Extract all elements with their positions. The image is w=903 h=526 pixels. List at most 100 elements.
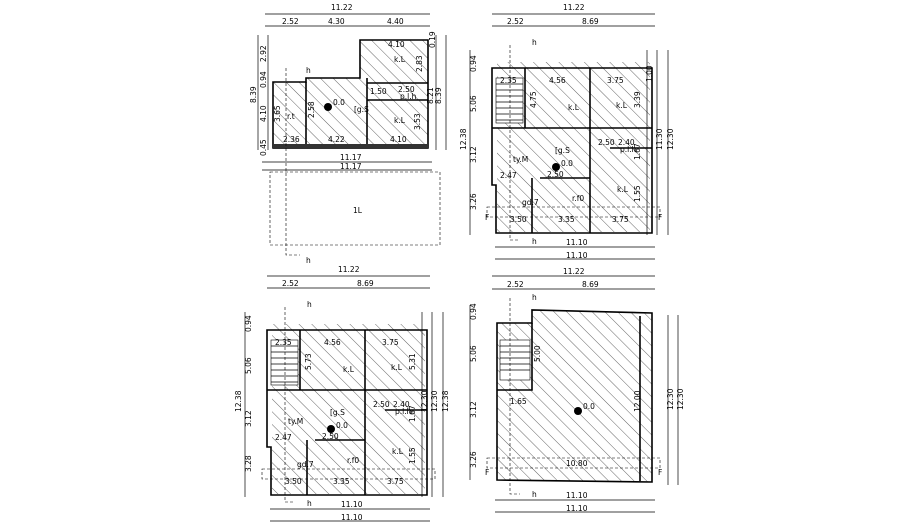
room-label: 2.47 [500, 171, 517, 180]
dim-label: 8.69 [582, 17, 599, 26]
stair [270, 339, 299, 386]
dim-label: 12.30 [666, 128, 675, 150]
dim-label: 11.30 [655, 128, 664, 150]
room-label: 1.55 [633, 185, 642, 202]
dim-label: 11.17 [340, 162, 362, 171]
room-label: 2.35 [275, 338, 292, 347]
yard-label: 1L [353, 206, 363, 215]
room-label: 0.0 [561, 159, 573, 168]
dim-label: 11.10 [566, 491, 588, 500]
room-label: k.L [617, 185, 629, 194]
room-label: 2.50 [547, 170, 564, 179]
section-mark: h [532, 293, 537, 302]
stair [495, 77, 524, 124]
dim-label: 3.28 [244, 455, 253, 472]
dim-label: 11.10 [566, 504, 588, 513]
room-label: k.L [394, 55, 406, 64]
room-label: 3.50 [510, 215, 527, 224]
dim-label: 11.22 [563, 267, 585, 276]
dim-label: 11.17 [340, 153, 362, 162]
dim-label: 11.10 [341, 500, 363, 509]
room-label: r.f0 [347, 456, 359, 465]
section-line [284, 307, 295, 503]
dim-label: 0.94 [469, 303, 478, 320]
dim-label: 8.21 [426, 87, 435, 104]
room-label: 3.35 [558, 215, 575, 224]
room-label: 3.53 [413, 113, 422, 130]
room-label: 0.0 [336, 421, 348, 430]
room-label: 2.40 [618, 138, 635, 147]
room-label: 2.35 [500, 76, 517, 85]
room-label: 2.50 [598, 138, 615, 147]
room-label: 1.67 [408, 405, 417, 422]
room-label: 2.40 [393, 400, 410, 409]
plan-1-walls [305, 78, 428, 148]
room-label: 2.50 [398, 85, 415, 94]
dim-label: 4.30 [328, 17, 345, 26]
room-label: 5.73 [304, 353, 313, 370]
dim-label: 3.12 [469, 146, 478, 163]
dim-label: 11.10 [341, 513, 363, 522]
room-label: k.L [343, 365, 355, 374]
room-label: r.f0 [572, 194, 584, 203]
level-marker-icon [324, 103, 332, 111]
dim-label: 8.69 [357, 279, 374, 288]
level-marker-icon [327, 425, 335, 433]
dim-label: 2.52 [507, 280, 524, 289]
dim-label: 5.06 [244, 357, 253, 374]
plan-1-dimension-lines [257, 13, 447, 171]
dim-label: 11.10 [566, 238, 588, 247]
room-label: gd.7 [297, 460, 314, 469]
dim-label: 3.26 [469, 451, 478, 468]
room-label: 10.80 [566, 459, 588, 468]
room-label: [g.S [330, 408, 345, 417]
section-line [509, 45, 520, 241]
dim-label: 4.10 [259, 105, 268, 122]
room-label: 5.00 [533, 345, 542, 362]
room-label: 3.75 [612, 215, 629, 224]
dim-label: 5.06 [469, 345, 478, 362]
room-label: 3.50 [285, 477, 302, 486]
dim-label: 12.38 [234, 390, 243, 412]
section-line [261, 468, 436, 480]
dim-label: 0.94 [259, 71, 268, 88]
section-mark: h [532, 237, 537, 246]
room-label: p.l.h [400, 92, 417, 101]
room-label: 3.75 [387, 477, 404, 486]
dim-label: 5.06 [469, 95, 478, 112]
section-mark: F [658, 468, 662, 477]
dim-label: 12.30 [430, 390, 439, 412]
room-label: 3.35 [333, 477, 350, 486]
section-mark: h [306, 256, 311, 265]
room-label: 2.50 [322, 432, 339, 441]
level-marker-icon [574, 407, 582, 415]
dim-label: 12.38 [459, 128, 468, 150]
dim-label: 11.10 [566, 251, 588, 260]
dim-label: 3.26 [469, 193, 478, 210]
room-label: gd.7 [522, 198, 539, 207]
outer-wall [266, 329, 428, 496]
dim-label: 0.94 [244, 315, 253, 332]
room-label: 3.75 [607, 76, 624, 85]
dim-label: 12.38 [441, 390, 450, 412]
dim-label: 2.83 [415, 55, 424, 72]
dim-label: 12.30 [676, 388, 685, 410]
room-label: k.L [568, 103, 580, 112]
room-label: 3.39 [633, 91, 642, 108]
level-label: 0.0 [333, 98, 345, 107]
dim-label: 1.00 [645, 65, 654, 82]
room-label: ty.M [288, 417, 303, 426]
section-mark: h [307, 499, 312, 508]
dim-label: 4.40 [387, 17, 404, 26]
room-label: k.L [616, 101, 628, 110]
room-label: r.t [287, 112, 295, 121]
room-label: 1.55 [408, 447, 417, 464]
section-mark: h [532, 38, 537, 47]
dim-label: 11.22 [331, 3, 353, 12]
level-label: 0.0 [583, 402, 595, 411]
room-label: p.l.h [620, 145, 637, 154]
room-label: 4.56 [549, 76, 566, 85]
room-label: 1.65 [510, 397, 527, 406]
